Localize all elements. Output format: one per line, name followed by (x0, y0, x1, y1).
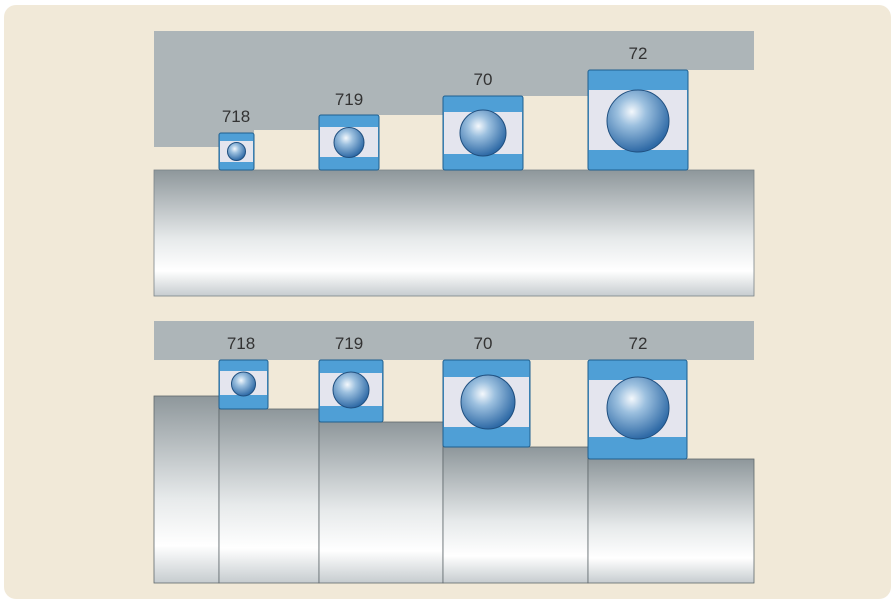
bearing-718 (218, 132, 255, 171)
label-718: 718 (222, 107, 250, 126)
shaft-step-719 (318, 421, 444, 584)
top-diagram: 718 719 70 72 (153, 31, 755, 297)
shaft-step-718 (218, 408, 320, 584)
shaft-step-72 (587, 458, 755, 584)
label-719: 719 (335, 90, 363, 109)
label-70: 70 (474, 334, 493, 353)
bottom-diagram: 718 719 70 72 (153, 321, 755, 584)
label-718: 718 (227, 334, 255, 353)
label-72: 72 (629, 44, 648, 63)
housing (154, 31, 754, 147)
shaft (153, 169, 755, 297)
label-719: 719 (335, 334, 363, 353)
label-72: 72 (629, 334, 648, 353)
housing (154, 321, 754, 360)
bearing-719 (318, 359, 384, 423)
shaft-step-1 (153, 395, 220, 584)
label-70: 70 (474, 70, 493, 89)
shaft-step-70 (442, 446, 589, 584)
bearing-70 (442, 95, 524, 171)
bearing-718 (218, 359, 269, 410)
bearing-72 (587, 359, 688, 460)
bearing-72 (587, 69, 689, 171)
bearing-719 (318, 114, 380, 171)
bearing-70 (442, 359, 531, 448)
